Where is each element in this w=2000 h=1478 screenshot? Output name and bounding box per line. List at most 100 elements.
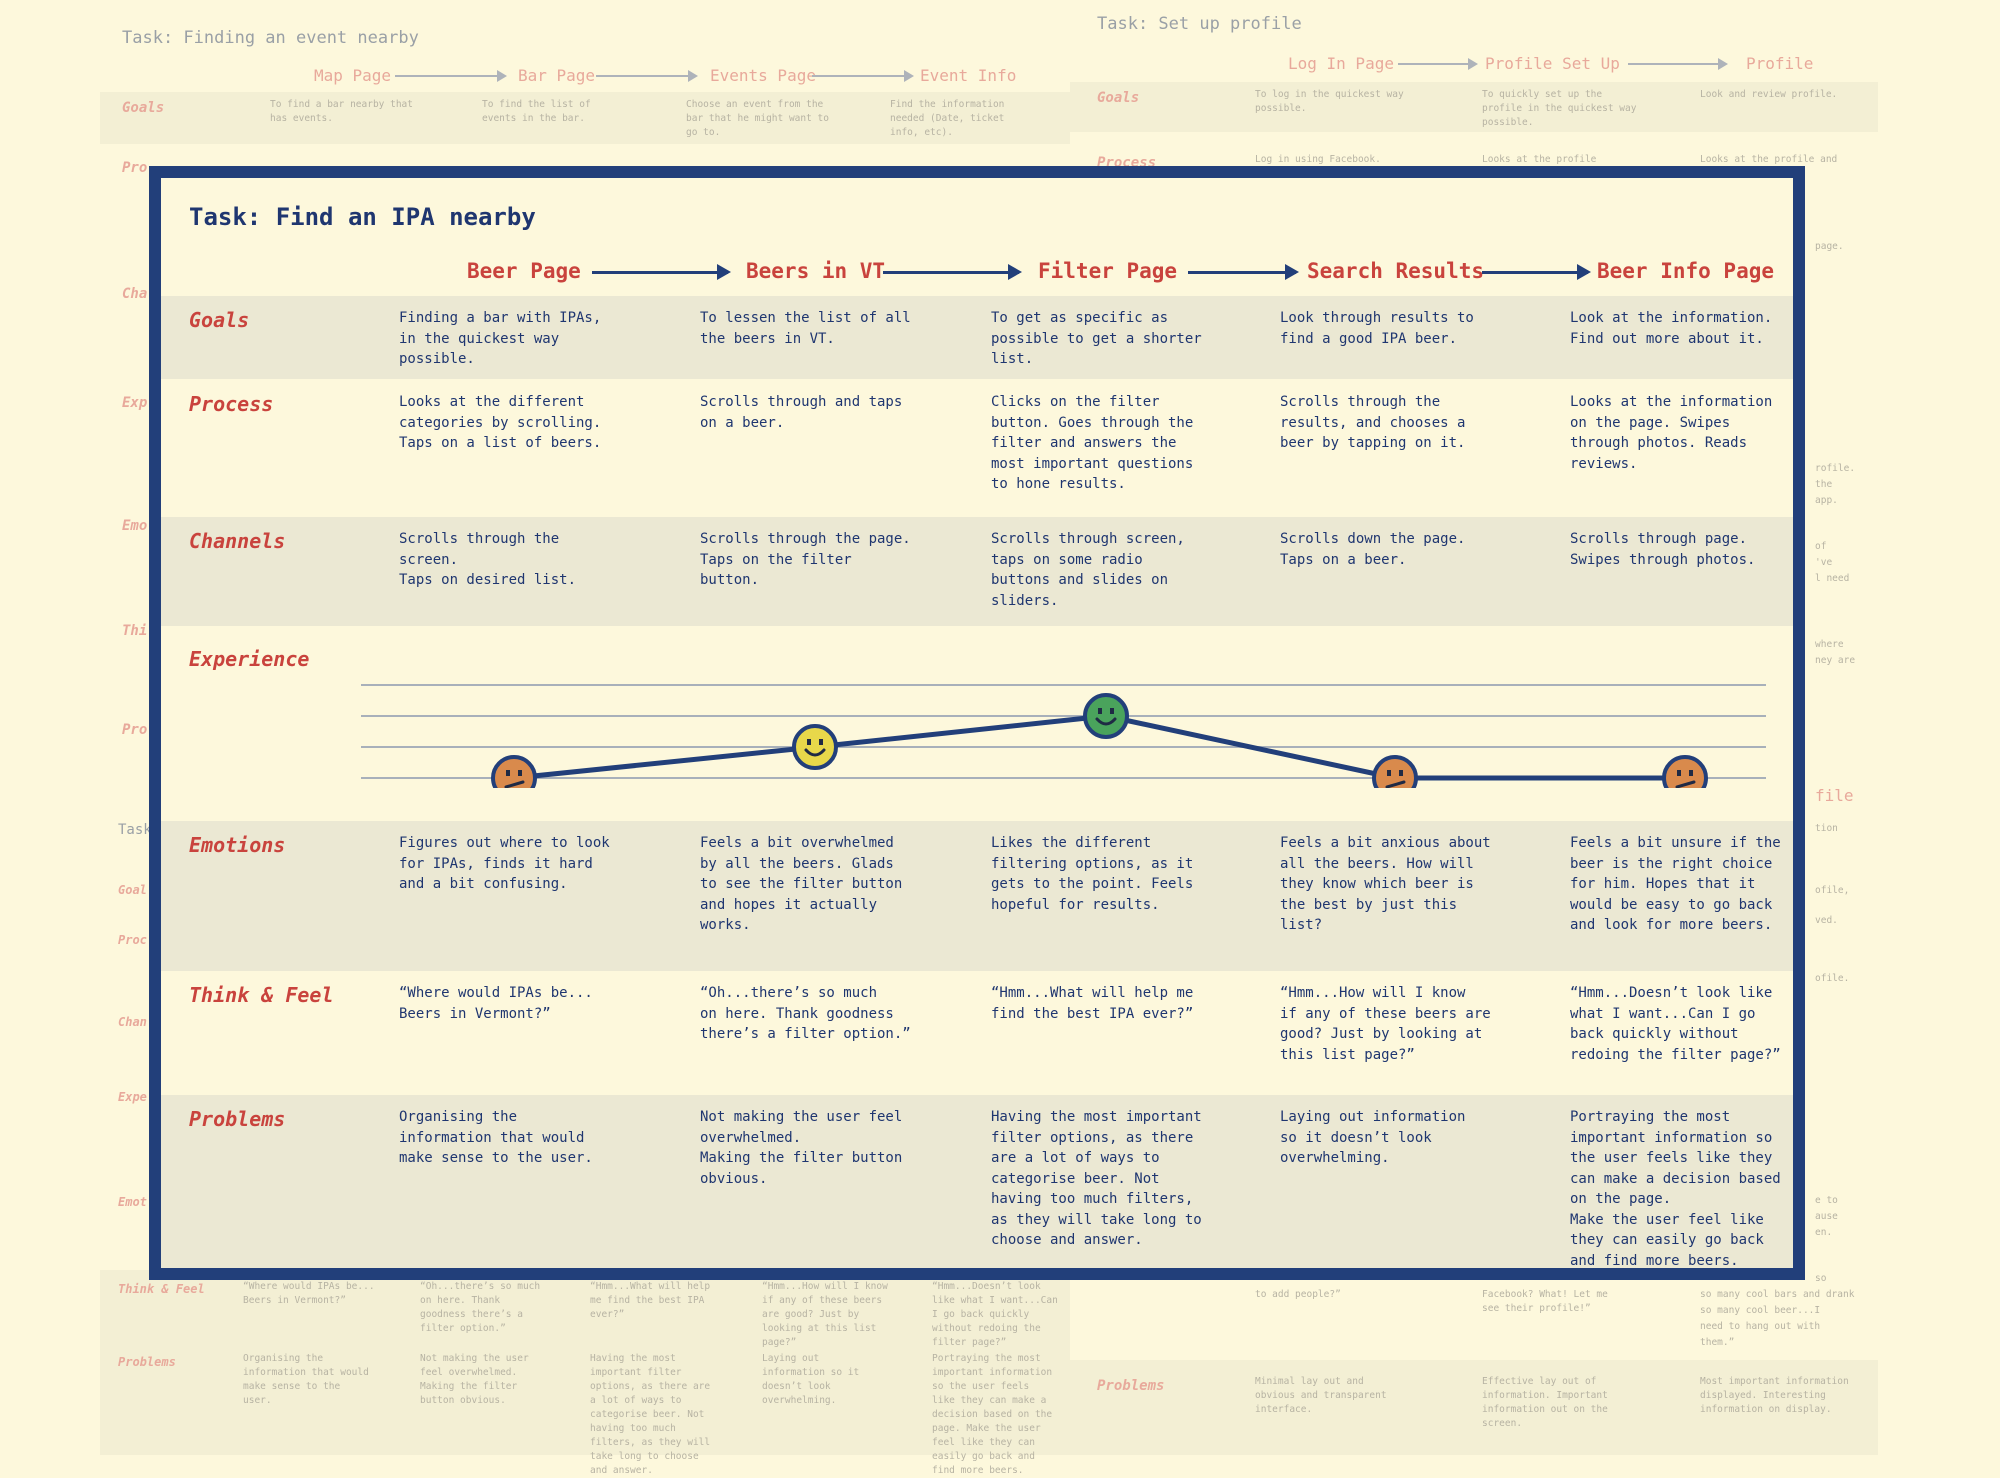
stage-arrow-1: [592, 264, 731, 280]
task-title: Task: Find an IPA nearby: [189, 203, 536, 231]
bg-right-side-13: ved.: [1815, 915, 1838, 926]
bg-right-process-2: Looks at the profile: [1482, 154, 1597, 165]
bg-right-goal-1: To log in the quickest way possible.: [1255, 89, 1404, 114]
bg-right-side-9: ney are: [1815, 655, 1856, 666]
bg-right-think-1: to add people?”: [1255, 1289, 1341, 1300]
bg-right-bottom-band: [1070, 1360, 1878, 1455]
row-label-experience: Experience: [189, 647, 310, 671]
channels-cell-beer-info-page: Scrolls through page. Swipes through pho…: [1570, 531, 1756, 568]
bg-left-second-5: Emot: [118, 1195, 147, 1209]
bg-left-arrow-1: [395, 70, 507, 82]
row-label-process: Process: [189, 392, 274, 416]
bg-right-arrow-1: [1398, 58, 1478, 70]
bg-left-think-2: “Oh...there’s so much on here. Thank goo…: [420, 1281, 541, 1334]
emotions-cell-beer-page: Figures out where to look for IPAs, find…: [399, 835, 610, 892]
bg-right-process-1: Log in using Facebook.: [1255, 154, 1381, 165]
stage-arrow-4: [1482, 264, 1591, 280]
bg-right-problems-label: Problems: [1097, 1378, 1165, 1394]
bg-right-goal-3: Look and review profile.: [1700, 89, 1838, 100]
bg-right-side-21: need to hang out with: [1700, 1321, 1821, 1332]
bg-left-stage-2: Bar Page: [518, 66, 596, 85]
bg-left-side-6: Pro: [122, 722, 148, 738]
stage-filter-page: Filter Page: [1038, 259, 1178, 283]
bg-left-second-2: Proc: [118, 933, 147, 947]
process-cell-beers-in-vt: Scrolls through and taps on a beer.: [700, 394, 903, 431]
bg-right-side-6: 've: [1815, 557, 1833, 568]
row-channels: Channels Scrolls through the screen. Tap…: [161, 517, 1793, 626]
stage-search-results: Search Results: [1307, 259, 1485, 283]
journey-map-card: Task: Find an IPA nearby Beer Page Beers…: [149, 166, 1805, 1280]
channels-cell-beer-page: Scrolls through the screen. Taps on desi…: [399, 531, 577, 588]
bg-left-think-4: “Hmm...How will I know if any of these b…: [762, 1281, 888, 1348]
think-cell-beers-in-vt: “Oh...there’s so much on here. Thank goo…: [700, 985, 911, 1042]
bg-left-goal-1: To find a bar nearby that has events.: [270, 99, 413, 124]
bg-left-stage-4: Event Info: [920, 66, 1017, 85]
bg-right-side-1: page.: [1815, 241, 1844, 252]
bg-left-goals-band: [100, 92, 1070, 144]
bg-right-think-2: Facebook? What! Let me see their profile…: [1482, 1289, 1608, 1314]
bg-left-side-3: Exp: [122, 395, 148, 411]
bg-left-second-3: Chan: [118, 1015, 147, 1029]
emotions-cell-filter-page: Likes the different filtering options, a…: [991, 835, 1194, 913]
emotions-cell-search-results: Feels a bit anxious about all the beers.…: [1280, 835, 1491, 933]
problems-cell-beer-page: Organising the information that would ma…: [399, 1109, 593, 1166]
bg-right-problem-2: Effective lay out of information. Import…: [1482, 1376, 1608, 1429]
stage-arrow-3: [1188, 264, 1299, 280]
bg-right-side-22: them.”: [1700, 1337, 1735, 1348]
row-label-goals: Goals: [189, 308, 250, 332]
bg-right-side-3: the: [1815, 479, 1833, 490]
bg-right-side-19: so many cool bars and drank: [1700, 1289, 1855, 1300]
bg-left-arrow-3: [812, 70, 914, 82]
confused-face-icon: [1372, 755, 1418, 788]
channels-cell-filter-page: Scrolls through screen, taps on some rad…: [991, 531, 1185, 609]
row-problems: Problems Organising the information that…: [161, 1095, 1793, 1268]
problems-cell-beers-in-vt: Not making the user feel overwhelmed. Ma…: [700, 1109, 903, 1187]
bg-left-goal-4: Find the information needed (Date, ticke…: [890, 99, 1005, 138]
goals-cell-beer-page: Finding a bar with IPAs, in the quickest…: [399, 310, 602, 367]
bg-right-stage-3: Profile: [1746, 54, 1814, 73]
process-cell-filter-page: Clicks on the filter button. Goes throug…: [991, 394, 1194, 492]
bg-left-second-task: Task: [118, 822, 152, 838]
bg-left-think-3: “Hmm...What will help me find the best I…: [590, 1281, 711, 1320]
think-cell-beer-page: “Where would IPAs be... Beers in Vermont…: [399, 985, 593, 1022]
bg-right-goal-2: To quickly set up the profile in the qui…: [1482, 89, 1637, 128]
confused-face-icon: [491, 755, 537, 788]
stage-arrow-2: [883, 264, 1022, 280]
bg-right-side-5: of: [1815, 541, 1827, 552]
bg-left-side-5: Thi: [122, 623, 148, 639]
bg-left-side-4: Emo: [122, 518, 148, 534]
think-cell-search-results: “Hmm...How will I know if any of these b…: [1280, 985, 1491, 1063]
process-cell-beer-info-page: Looks at the information on the page. Sw…: [1570, 394, 1773, 472]
problems-cell-search-results: Laying out information so it doesn’t loo…: [1280, 1109, 1466, 1166]
bg-right-side-4: app.: [1815, 495, 1838, 506]
bg-right-problem-3: Most important information displayed. In…: [1700, 1376, 1849, 1415]
bg-right-goals-label: Goals: [1097, 90, 1140, 106]
bg-left-arrow-2: [596, 70, 698, 82]
bg-right-side-8: where: [1815, 639, 1844, 650]
bg-right-side-15: e to: [1815, 1195, 1838, 1206]
bg-right-arrow-2: [1628, 58, 1728, 70]
bg-right-task-title: Task: Set up profile: [1097, 14, 1302, 34]
think-cell-beer-info-page: “Hmm...Doesn’t look like what I want...C…: [1570, 985, 1781, 1063]
bg-right-side-20: so many cool beer...I: [1700, 1305, 1821, 1316]
goals-cell-search-results: Look through results to find a good IPA …: [1280, 310, 1474, 347]
bg-left-bottom-band: [100, 1270, 1070, 1455]
bg-right-stage-1: Log In Page: [1288, 54, 1394, 73]
bg-left-stage-1: Map Page: [314, 66, 392, 85]
bg-left-goal-3: Choose an event from the bar that he mig…: [686, 99, 829, 138]
bg-left-think-5: “Hmm...Doesn’t look like what I want...C…: [932, 1281, 1058, 1348]
confused-face-icon: [1662, 755, 1708, 788]
bg-left-goal-2: To find the list of events in the bar.: [482, 99, 591, 124]
row-goals: Goals Finding a bar with IPAs, in the qu…: [161, 296, 1793, 379]
bg-right-side-17: en.: [1815, 1227, 1833, 1238]
bg-left-problem-3: Having the most important filter options…: [590, 1353, 711, 1476]
stage-beer-page: Beer Page: [467, 259, 581, 283]
bg-left-second-4: Expe: [118, 1090, 147, 1104]
bg-left-goals-label: Goals: [122, 100, 165, 116]
bg-right-stage-2: Profile Set Up: [1485, 54, 1620, 73]
goals-cell-beer-info-page: Look at the information. Find out more a…: [1570, 310, 1773, 347]
row-label-emotions: Emotions: [189, 833, 286, 857]
stage-beers-in-vt: Beers in VT: [746, 259, 886, 283]
row-label-channels: Channels: [189, 529, 286, 553]
